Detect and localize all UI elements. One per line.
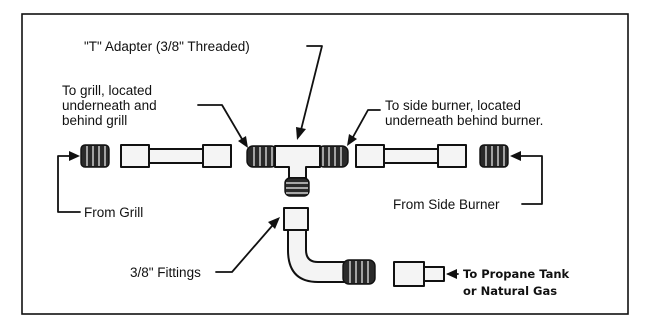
t-adapter-label: "T" Adapter (3/8" Threaded) [84, 39, 250, 54]
fittings-label: 3/8" Fittings [130, 265, 201, 280]
from-side-burner-leader [510, 151, 543, 205]
propane-connector [393, 261, 445, 287]
to-side-burner-leader [347, 109, 381, 146]
from-grill-label: From Grill [84, 205, 143, 220]
to-grill-label-line-3: behind grill [62, 113, 127, 128]
fittings-leader [215, 217, 280, 273]
side-burner-threaded-stub [479, 144, 509, 168]
to-side-burner-label-line-1: To side burner, located [385, 98, 521, 113]
from-side-burner-label: From Side Burner [393, 197, 500, 212]
from-grill-leader [57, 151, 81, 213]
elbow-fitting [283, 207, 376, 285]
to-propane-label-line-2: or Natural Gas [463, 284, 557, 298]
to-side-burner-label-line-2: underneath behind burner. [385, 113, 543, 128]
to-grill-label-line-2: underneath and [62, 98, 157, 113]
to-grill-label-line-1: To grill, located [62, 83, 152, 98]
right-union-fitting [355, 144, 467, 168]
to-propane-leader [446, 269, 459, 279]
grill-threaded-stub [80, 144, 110, 168]
left-union-fitting [120, 144, 232, 168]
to-grill-leader [197, 104, 248, 148]
to-propane-label-line-1: To Propane Tank [463, 267, 570, 281]
t-adapter [246, 145, 349, 197]
t-adapter-leader [296, 45, 323, 140]
